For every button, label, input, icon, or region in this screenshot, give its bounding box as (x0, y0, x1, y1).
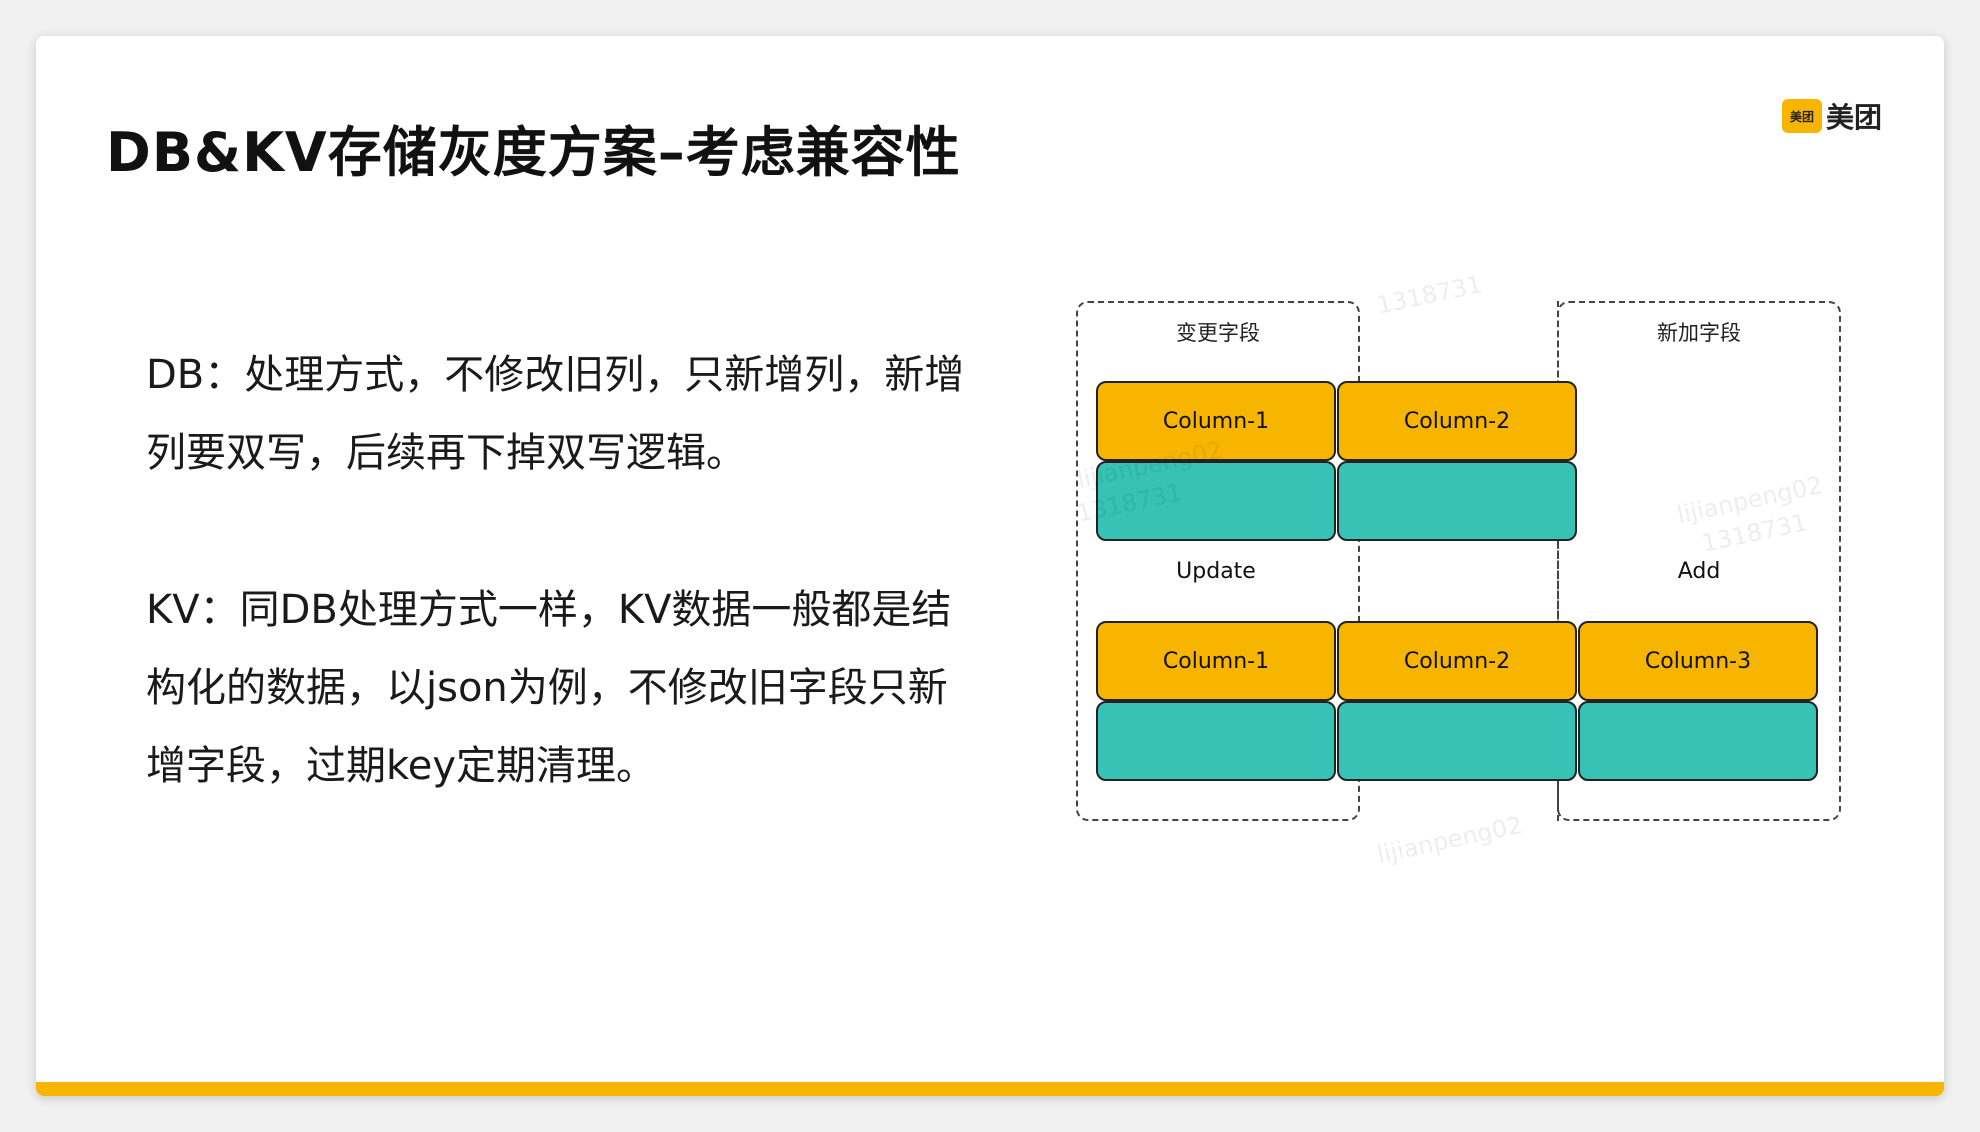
after-column-2: Column-2 (1337, 621, 1577, 701)
middle-divider (1358, 301, 1559, 821)
add-field-label: 新加字段 (1657, 321, 1741, 345)
meituan-logo: 美团 美团 (1781, 96, 1882, 136)
before-data-cell-1 (1096, 461, 1336, 541)
change-field-group (1076, 301, 1360, 821)
logo-text: 美团 (1825, 101, 1882, 134)
accent-bar (36, 1082, 1944, 1096)
db-paragraph: DB：处理方式，不修改旧列，只新增列，新增列要双写，后续再下掉双写逻辑。 (146, 352, 965, 476)
schema-diagram: 变更字段 新加字段 Column-1 Column-2 Update Add C… (1074, 270, 1866, 869)
update-label: Update (1176, 559, 1256, 584)
kv-paragraph: KV：同DB处理方式一样，KV数据一般都是结构化的数据，以json为例，不修改旧… (146, 587, 952, 789)
after-data-cell-1 (1096, 701, 1336, 781)
after-column-3: Column-3 (1578, 621, 1818, 701)
after-data-cell-2 (1337, 701, 1577, 781)
logo-badge: 美团 (1781, 99, 1822, 133)
change-field-label: 变更字段 (1176, 321, 1260, 345)
page-title: DB&KV存储灰度方案–考虑兼容性 (106, 121, 961, 184)
slide: DB&KV存储灰度方案–考虑兼容性 美团 美团 DB：处理方式，不修改旧列，只新… (36, 36, 1944, 1096)
add-label: Add (1677, 559, 1721, 584)
after-data-cell-3 (1578, 701, 1818, 781)
before-data-cell-2 (1337, 461, 1577, 541)
before-column-1: Column-1 (1096, 381, 1336, 461)
after-column-1: Column-1 (1096, 621, 1336, 701)
before-column-2: Column-2 (1337, 381, 1577, 461)
